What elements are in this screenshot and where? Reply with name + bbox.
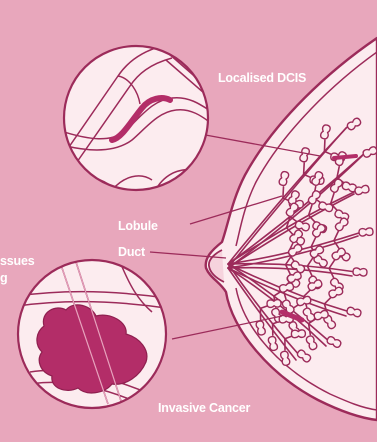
label-lobule: Lobule: [118, 219, 158, 233]
lobule-cell: [291, 330, 305, 338]
label-localised-dcis: Localised DCIS: [218, 71, 306, 85]
duct-branch: [304, 163, 305, 174]
duct-branch: [324, 140, 325, 151]
label-duct: Duct: [118, 245, 146, 259]
label-g-fragment: g: [0, 271, 7, 285]
lobule-cell: [267, 299, 281, 307]
label-tissues-fragment: ssues: [0, 254, 35, 268]
lobule-cell: [359, 228, 374, 237]
duct-branch: [283, 187, 284, 198]
lobule-cell: [353, 268, 368, 277]
magnified-view-invasive-cancer: [18, 260, 166, 408]
dcis-duct-highlight: [334, 156, 356, 158]
label-invasive-cancer: Invasive Cancer: [158, 401, 251, 415]
